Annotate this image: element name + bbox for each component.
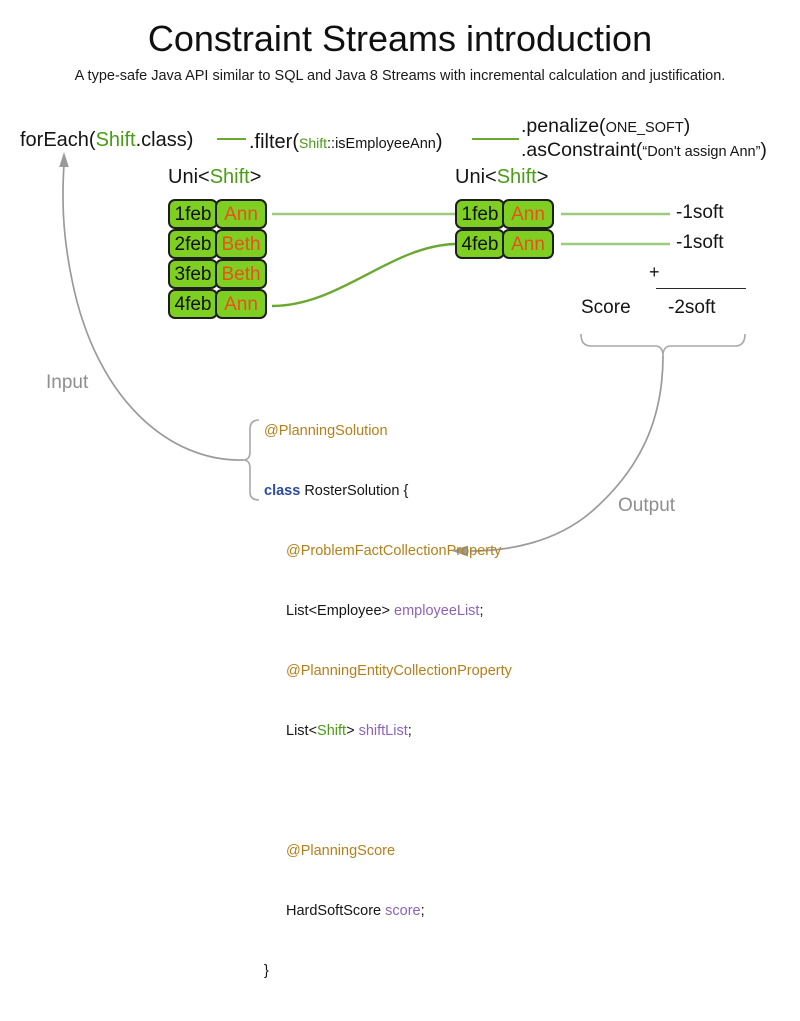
code-blank-line [264, 781, 512, 801]
code-line-planning-entity-ann: @PlanningEntityCollectionProperty [264, 661, 512, 681]
pipeline-penalize: .penalize(ONE_SOFT) [521, 115, 690, 138]
left-caption-prefix: Uni< [168, 166, 210, 188]
code-line-problem-fact-ann: @ProblemFactCollectionProperty [264, 541, 512, 561]
annotation-planning-score: @PlanningScore [286, 843, 396, 859]
left-fact-row-1: 2feb Beth [168, 229, 267, 259]
shift-employee: Ann [215, 199, 267, 229]
shift-date: 1feb [455, 199, 505, 229]
code-line-class-decl: class RosterSolution { [264, 481, 512, 501]
score-field-type: HardSoftScore [286, 903, 386, 919]
domain-model-code: @PlanningSolution class RosterSolution {… [264, 381, 512, 1021]
penalize-arg: ONE_SOFT [605, 120, 684, 136]
right-caption-type: Shift [496, 166, 537, 188]
shift-date: 3feb [168, 259, 218, 289]
right-caption-suffix: > [536, 166, 549, 188]
left-stream-caption: Uni<Shift> [168, 166, 261, 189]
annotation-problem-fact: @ProblemFactCollectionProperty [286, 543, 502, 559]
code-line-employee-list: List<Employee> employeeList; [264, 601, 512, 621]
shift-date: 4feb [168, 289, 218, 319]
shift-list-var: shiftList [358, 723, 408, 739]
output-label: Output [618, 495, 676, 516]
shift-list-type: Shift [317, 723, 347, 739]
closing-brace: } [264, 963, 269, 979]
left-fact-row-0: 1feb Ann [168, 199, 267, 229]
foreach-tail: .class) [135, 129, 194, 151]
score-total: -2soft [668, 297, 716, 318]
left-caption-type: Shift [209, 166, 250, 188]
diagram-canvas: Constraint Streams introduction A type-s… [20, 18, 767, 979]
filter-arg-type: Shift [299, 135, 328, 151]
left-caption-suffix: > [249, 166, 262, 188]
match-line-4feb [271, 242, 456, 308]
score-label: Score [581, 297, 631, 318]
foreach-call: forEach( [20, 129, 96, 151]
shift-list-type-pre: List< [286, 723, 318, 739]
shift-date: 2feb [168, 229, 218, 259]
semicolon: ; [420, 903, 425, 919]
input-label: Input [46, 372, 89, 393]
as-constraint-tail: ) [760, 139, 767, 161]
right-fact-row-1: 4feb Ann [455, 229, 554, 259]
shift-date: 4feb [455, 229, 505, 259]
foreach-type: Shift [95, 129, 136, 151]
pipeline-filter: .filter(Shift::isEmployeeAnn) [249, 131, 443, 154]
right-caption-prefix: Uni< [455, 166, 497, 188]
shift-date: 1feb [168, 199, 218, 229]
filter-tail: ) [435, 131, 443, 153]
penalty-value-1: -1soft [676, 202, 724, 223]
sum-divider-line [656, 288, 746, 289]
shift-employee: Ann [502, 229, 554, 259]
as-constraint-arg: “Don't assign Ann” [642, 144, 761, 160]
keyword-class: class [264, 483, 301, 499]
page-title: Constraint Streams introduction [147, 18, 653, 59]
penalize-call: .penalize( [521, 115, 606, 137]
penalize-tail: ) [683, 115, 691, 137]
score-field-var: score [385, 903, 421, 919]
annotation-planning-entity: @PlanningEntityCollectionProperty [286, 663, 512, 679]
employee-list-type: List<Employee> [286, 603, 395, 619]
filter-call: .filter( [249, 131, 299, 153]
shift-employee: Ann [502, 199, 554, 229]
code-line-shift-list: List<Shift> shiftList; [264, 721, 512, 741]
left-fact-row-2: 3feb Beth [168, 259, 267, 289]
code-line-planning-score-ann: @PlanningScore [264, 841, 512, 861]
semicolon: ; [407, 723, 412, 739]
page-subtitle: A type-safe Java API similar to SQL and … [74, 68, 726, 84]
annotation-planning-solution: @PlanningSolution [264, 423, 388, 439]
sum-operator: + [649, 262, 660, 282]
right-stream-caption: Uni<Shift> [455, 166, 548, 189]
class-name: RosterSolution { [300, 483, 409, 499]
employee-list-var: employeeList [394, 603, 480, 619]
shift-employee: Beth [215, 229, 267, 259]
shift-list-type-mid: > [346, 723, 359, 739]
filter-arg-rest: ::isEmployeeAnn [327, 136, 436, 152]
pipeline-as-constraint: .asConstraint(“Don't assign Ann”) [521, 139, 767, 162]
score-brace [580, 333, 746, 357]
right-fact-row-0: 1feb Ann [455, 199, 554, 229]
input-arrow-head [59, 152, 69, 167]
penalty-value-2: -1soft [676, 232, 724, 253]
left-fact-row-3: 4feb Ann [168, 289, 267, 319]
code-line-score-field: HardSoftScore score; [264, 901, 512, 921]
as-constraint-call: .asConstraint( [521, 139, 643, 161]
shift-employee: Beth [215, 259, 267, 289]
code-line-planning-solution: @PlanningSolution [264, 421, 512, 441]
pipeline-foreach: forEach(Shift.class) [20, 129, 193, 152]
semicolon: ; [479, 603, 484, 619]
shift-employee: Ann [215, 289, 267, 319]
code-line-close-brace: } [264, 961, 512, 981]
code-fields-brace [242, 419, 260, 501]
